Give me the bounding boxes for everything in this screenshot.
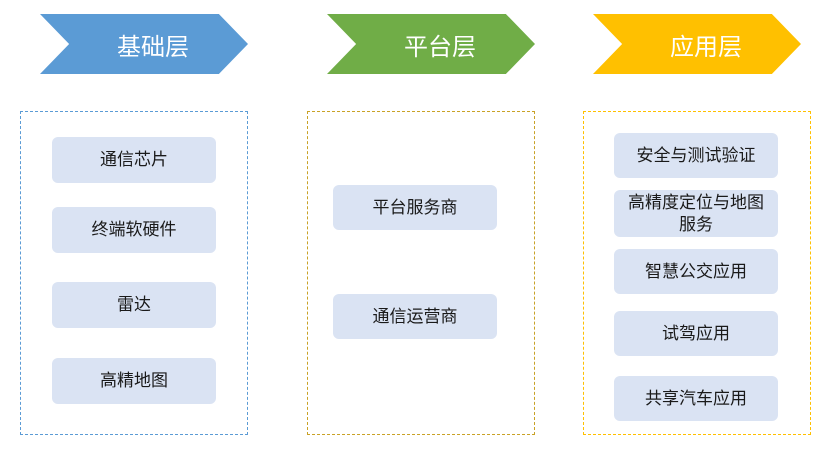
platform-item-telecom-operator: 通信运营商 — [333, 294, 497, 339]
platform-layer-title: 平台层 — [404, 32, 476, 61]
foundation-layer-header: 基础层 — [40, 14, 248, 74]
foundation-item-terminal-hw-sw: 终端软硬件 — [52, 207, 216, 253]
foundation-item-comm-chip: 通信芯片 — [52, 137, 216, 183]
application-layer-title: 应用层 — [670, 32, 742, 61]
foundation-item-radar: 雷达 — [52, 282, 216, 328]
foundation-layer-panel — [20, 111, 248, 435]
application-layer-header: 应用层 — [593, 14, 801, 74]
platform-item-service-provider: 平台服务商 — [333, 185, 497, 230]
platform-layer-header: 平台层 — [327, 14, 535, 74]
application-layer-panel — [583, 111, 811, 435]
application-item-hd-positioning-map: 高精度定位与地图服务 — [614, 190, 778, 237]
application-item-car-sharing: 共享汽车应用 — [614, 376, 778, 421]
foundation-item-hd-map: 高精地图 — [52, 358, 216, 404]
platform-layer-panel — [307, 111, 535, 435]
application-item-safety-testing: 安全与测试验证 — [614, 133, 778, 178]
application-item-test-drive: 试驾应用 — [614, 311, 778, 356]
foundation-layer-title: 基础层 — [117, 32, 189, 61]
application-item-smart-bus: 智慧公交应用 — [614, 249, 778, 294]
